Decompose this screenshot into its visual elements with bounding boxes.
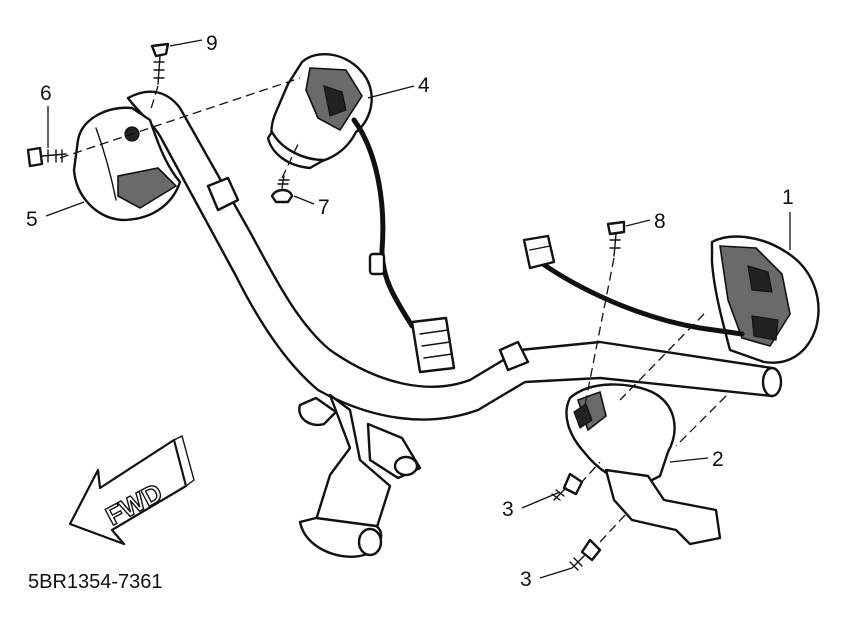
throttle-housing bbox=[565, 383, 722, 546]
assembly-lines bbox=[59, 77, 727, 543]
callout-5: 5 bbox=[26, 208, 38, 231]
screw-8 bbox=[606, 220, 626, 257]
left-switch-housing-lower bbox=[72, 106, 182, 222]
screw-3-lower bbox=[569, 538, 602, 571]
screw-3-upper bbox=[551, 472, 584, 501]
callout-8: 8 bbox=[654, 210, 666, 233]
forward-direction-arrow: FWD bbox=[68, 434, 195, 546]
handlebar bbox=[126, 90, 783, 558]
diagram-code: 5BR1354-7361 bbox=[28, 571, 163, 593]
callout-7: 7 bbox=[318, 196, 330, 219]
callout-3-upper: 3 bbox=[502, 498, 514, 521]
right-handlebar-switch bbox=[522, 234, 820, 364]
callout-1: 1 bbox=[782, 186, 794, 209]
callout-3-lower: 3 bbox=[520, 568, 532, 591]
screw-6 bbox=[26, 146, 67, 168]
callout-6: 6 bbox=[40, 82, 52, 105]
left-handlebar-switch bbox=[266, 53, 456, 374]
screw-9 bbox=[150, 42, 170, 85]
callout-9: 9 bbox=[206, 32, 218, 55]
callouts: 1 2 3 3 4 5 6 7 8 9 bbox=[26, 32, 794, 591]
screw-7 bbox=[270, 175, 294, 204]
callout-4: 4 bbox=[418, 74, 430, 97]
callout-2: 2 bbox=[712, 448, 724, 471]
